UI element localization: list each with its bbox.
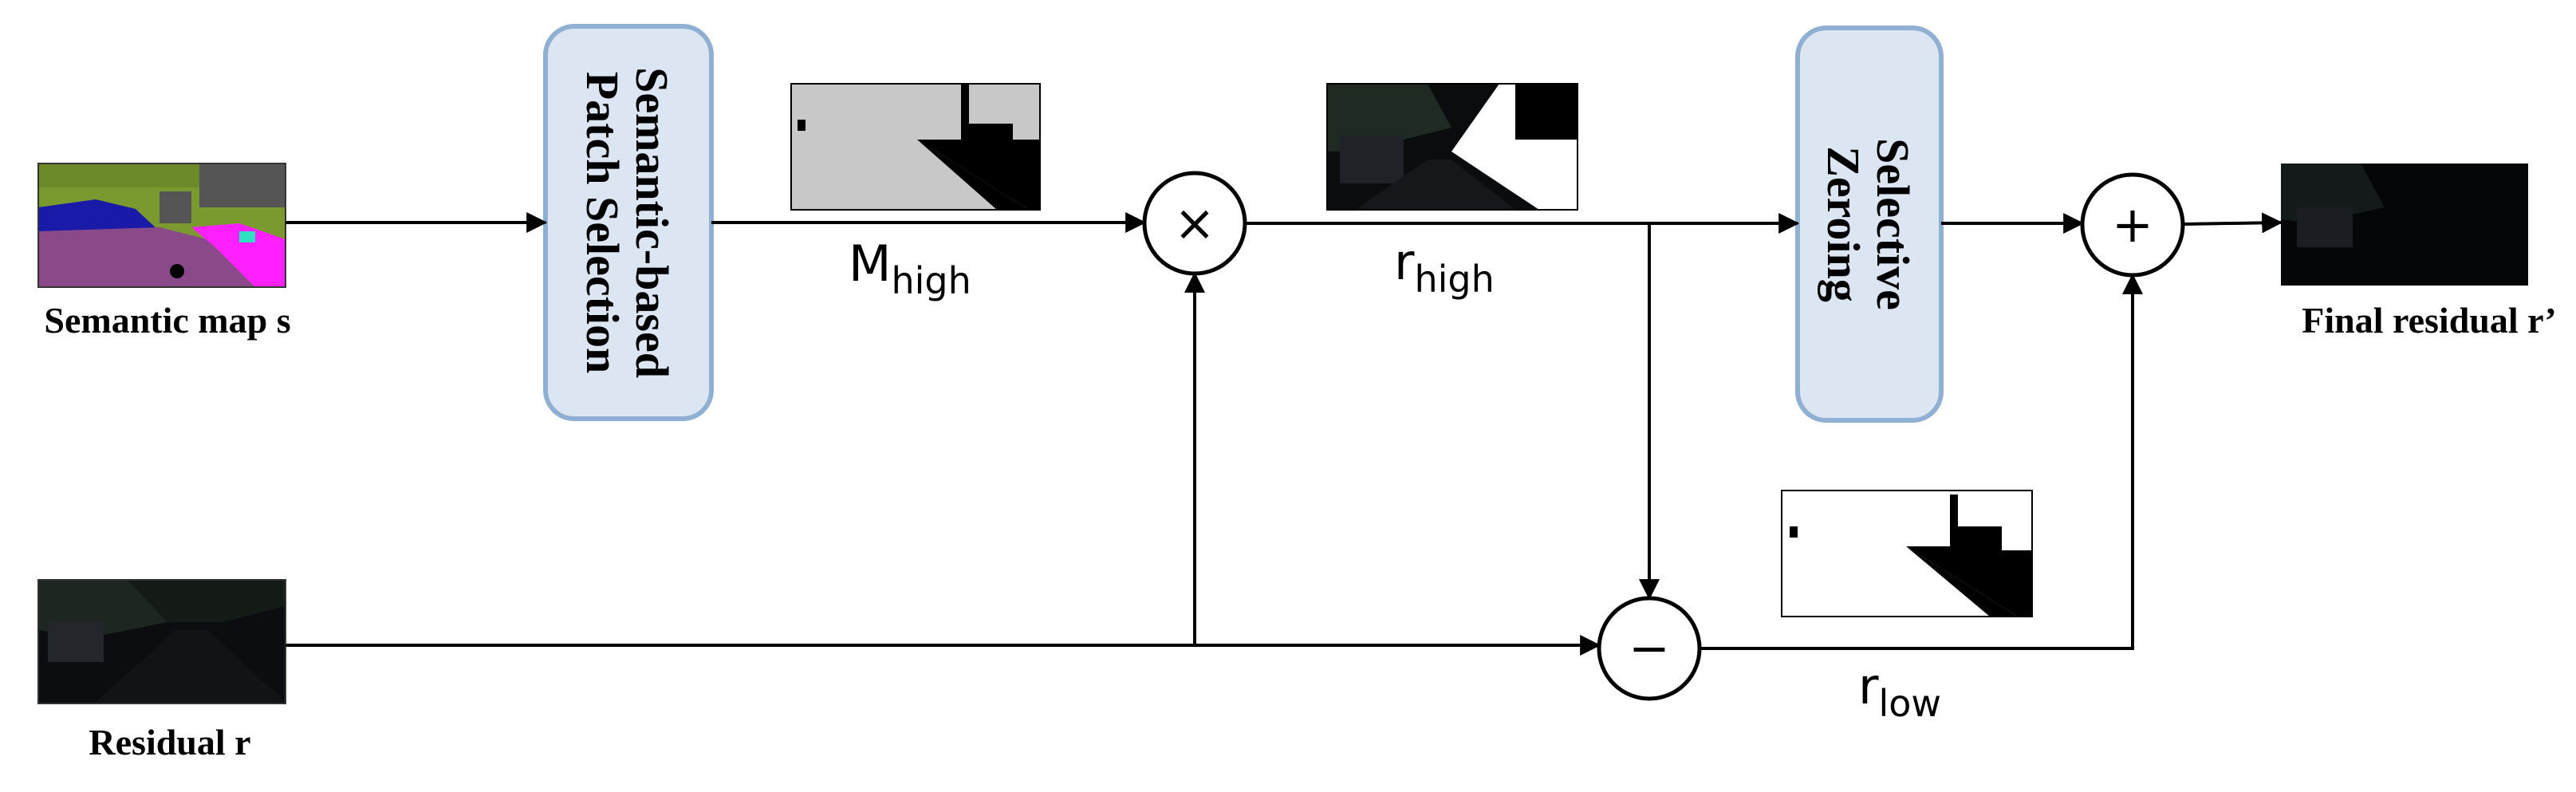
selective-zeroing-title-line2: Zeroing — [1818, 146, 1869, 302]
r-high-label: rhigh — [1394, 233, 1495, 301]
residual-frame — [37, 579, 286, 704]
r-high-thumbnail — [1327, 84, 1578, 210]
residual-label: Residual r — [89, 722, 250, 762]
semantic-map-thumbnail — [38, 164, 286, 287]
add-symbol: + — [2112, 195, 2153, 254]
semantic-map-frame — [37, 163, 286, 288]
patch-selection-title-line2: Patch Selection — [577, 72, 628, 374]
residual-thumbnail — [38, 580, 286, 703]
connectors — [286, 212, 2283, 656]
subtract-symbol: − — [1629, 619, 1670, 677]
semantic-map-label: Semantic map s — [44, 300, 290, 341]
final-residual-label: Final residual r’ — [2302, 300, 2556, 341]
r-high-frame — [1326, 83, 1578, 211]
patch-selection-title-line1: Semantic-based — [626, 67, 678, 378]
selective-zeroing-title-line1: Selective — [1867, 138, 1919, 310]
mask-high-label: Mhigh — [849, 234, 971, 302]
multiply-symbol: × — [1174, 194, 1215, 252]
r-low-thumbnail — [1781, 490, 2033, 617]
mask-high-thumbnail — [790, 83, 1041, 211]
r-low-label: rlow — [1858, 657, 1941, 725]
final-residual-thumbnail — [2281, 164, 2528, 286]
